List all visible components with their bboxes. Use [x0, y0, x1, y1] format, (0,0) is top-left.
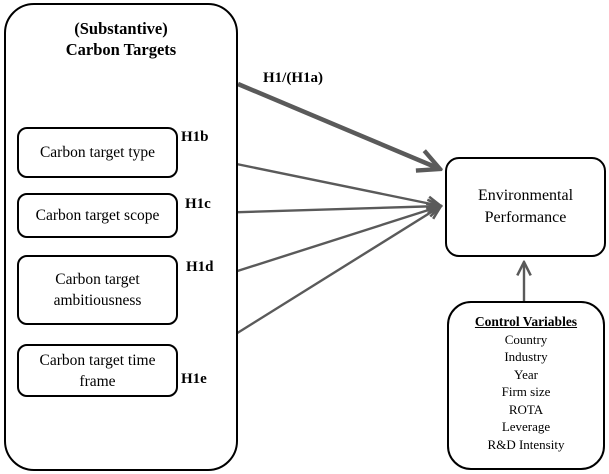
hypothesis-h1e-label: H1e [181, 371, 207, 387]
carbon-target-ambitiousness-line2: ambitiousness [53, 292, 142, 309]
control-variable-item: Year [514, 366, 538, 382]
arrow-h1 [237, 81, 440, 169]
hypothesis-h1d-label: H1d [186, 259, 214, 275]
carbon-target-ambitiousness-box: Carbon target ambitiousness [17, 255, 178, 325]
control-variables-title: Control Variables [474, 314, 578, 329]
control-variable-item: Industry [504, 349, 548, 364]
control-variable-item: Leverage [501, 419, 551, 434]
carbon-targets-title-line1: (Substantive) [74, 19, 168, 38]
control-variable-item: ROTA [508, 401, 544, 417]
control-variable-item: Country [504, 331, 548, 347]
carbon-target-scope-box: Carbon target scope [17, 193, 178, 238]
carbon-target-type-box: Carbon target type [17, 127, 178, 178]
control-variables-box: Control Variables Country Industry Year … [447, 301, 605, 470]
carbon-targets-title: (Substantive) Carbon Targets [6, 18, 236, 60]
control-variable-item: R&D Intensity [487, 436, 565, 452]
hypothesis-h1b-label: H1b [181, 129, 209, 145]
environmental-performance-box: Environmental Performance [445, 157, 606, 257]
carbon-target-time-frame-box: Carbon target time frame [17, 344, 178, 397]
hypothesis-h1c-label: H1c [185, 196, 211, 212]
environmental-performance-line1: Environmental [477, 187, 574, 204]
carbon-target-type-label: Carbon target type [39, 144, 156, 161]
carbon-target-ambitiousness-line1: Carbon target [55, 271, 140, 288]
carbon-targets-title-line2: Carbon Targets [65, 40, 177, 59]
carbon-target-time-frame-line2: frame [79, 372, 116, 390]
environmental-performance-line2: Performance [484, 209, 567, 226]
hypothesis-h1-label: H1/(H1a) [263, 70, 323, 86]
control-variable-item: Firm size [501, 384, 551, 399]
carbon-target-scope-label: Carbon target scope [35, 207, 160, 224]
carbon-target-time-frame-line1: Carbon target time [39, 351, 156, 369]
